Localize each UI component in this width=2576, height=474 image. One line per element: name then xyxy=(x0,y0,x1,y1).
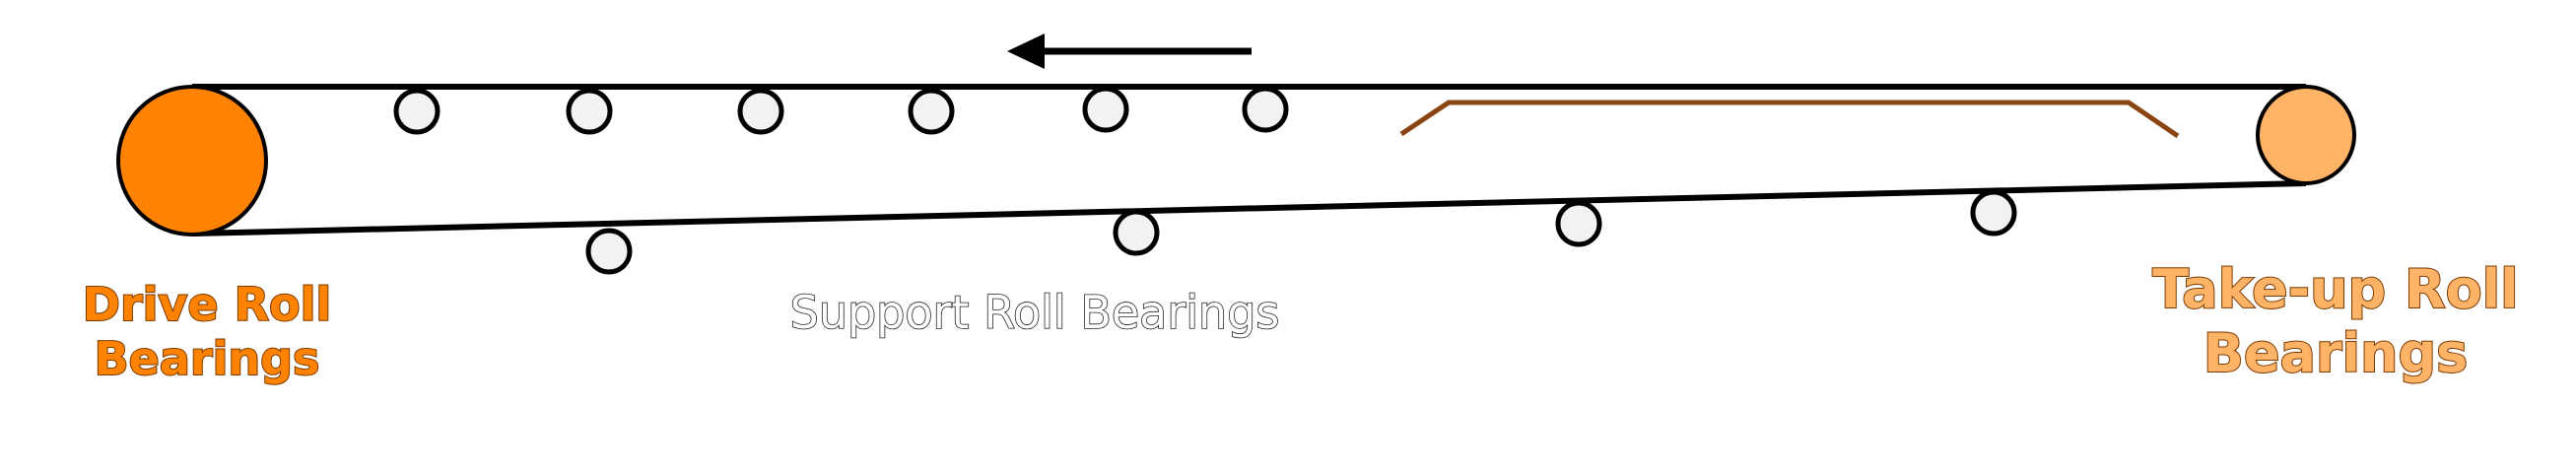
idler-roll xyxy=(737,88,784,135)
return-idler-roll xyxy=(1970,189,2017,237)
return-idler-roll xyxy=(1555,200,1602,247)
carrying-idlers xyxy=(393,86,1289,135)
belt-return-run xyxy=(191,180,2307,237)
idler-roll xyxy=(1242,86,1289,133)
idler-roll xyxy=(1082,86,1129,133)
idler-roll xyxy=(566,88,613,135)
drive-roll xyxy=(116,85,268,237)
idler-roll xyxy=(908,88,955,135)
takeup-roll-bearings-label: Take-up Roll Bearings xyxy=(2151,257,2519,385)
takeup-roll xyxy=(2256,85,2356,185)
skirt-board xyxy=(1399,100,2180,139)
return-idlers xyxy=(585,189,2017,275)
idler-roll xyxy=(393,88,441,135)
support-roll-bearings-label: Support Roll Bearings xyxy=(789,285,1280,340)
conveyor-belt xyxy=(191,84,2307,237)
drive-roll-bearings-label: Drive Roll Bearings xyxy=(82,277,332,386)
return-idler-roll xyxy=(585,228,633,275)
return-idler-roll xyxy=(1113,209,1160,256)
direction-arrow-icon xyxy=(1007,34,1252,69)
